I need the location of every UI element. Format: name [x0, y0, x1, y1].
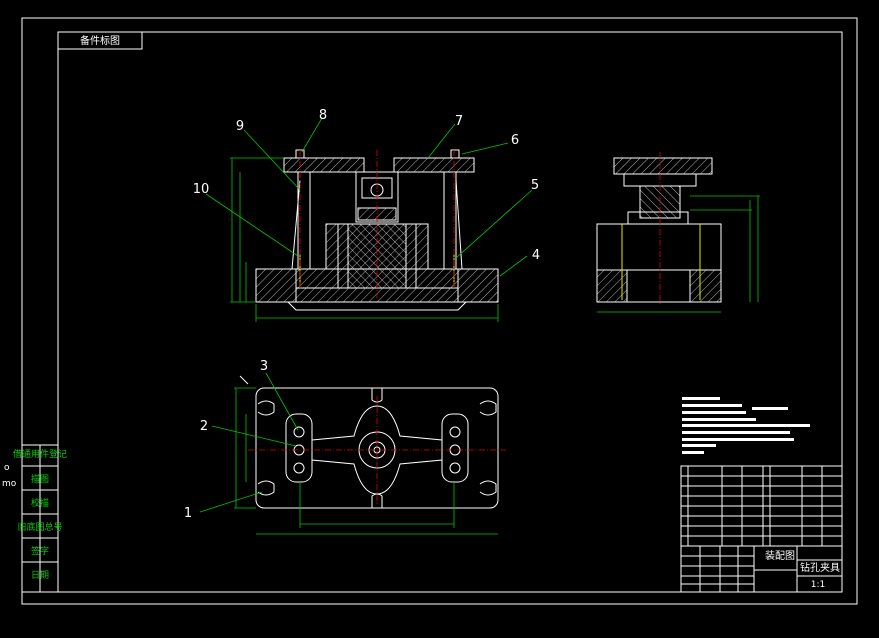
outer-border	[21, 17, 858, 605]
strip-label-check: 校描	[31, 497, 49, 509]
part-label-8: 8	[319, 108, 327, 123]
part-label-1: 1	[184, 506, 192, 521]
strip-label-date: 日期	[31, 570, 49, 581]
leader-lines	[199, 117, 533, 513]
part-label-7: 7	[455, 114, 463, 129]
top-plan-view	[234, 375, 506, 535]
left-mark-mo: mo	[2, 479, 17, 489]
inner-border	[57, 31, 843, 593]
strip-label-reg: 借通用件登记	[13, 448, 67, 460]
front-section-view	[230, 149, 499, 322]
strip-label-sign: 签字	[31, 545, 49, 557]
part-label-4: 4	[532, 248, 540, 263]
title-block: 装配图 钻孔夹具 1:1	[680, 465, 843, 593]
part-label-10: 10	[193, 182, 210, 197]
corner-tag-box	[57, 31, 143, 50]
strip-label-old-no: 旧底图总号	[17, 521, 62, 533]
technical-notes-block	[682, 397, 810, 454]
product-name: 钻孔夹具	[800, 561, 840, 574]
part-label-9: 9	[236, 119, 244, 134]
drawing-scale: 1:1	[811, 580, 825, 590]
left-mark-o: o	[4, 463, 10, 473]
drawing-name: 装配图	[765, 549, 795, 562]
corner-tag-text: 备件标图	[80, 34, 120, 47]
strip-label-trace: 描图	[31, 473, 49, 485]
part-label-2: 2	[200, 419, 208, 434]
side-section-view	[596, 152, 760, 313]
part-label-6: 6	[511, 133, 519, 148]
left-strip-table: 借通用件登记 描图 校描 旧底图总号 签字 日期	[13, 444, 67, 593]
part-label-3: 3	[260, 359, 268, 374]
part-label-5: 5	[531, 178, 539, 193]
